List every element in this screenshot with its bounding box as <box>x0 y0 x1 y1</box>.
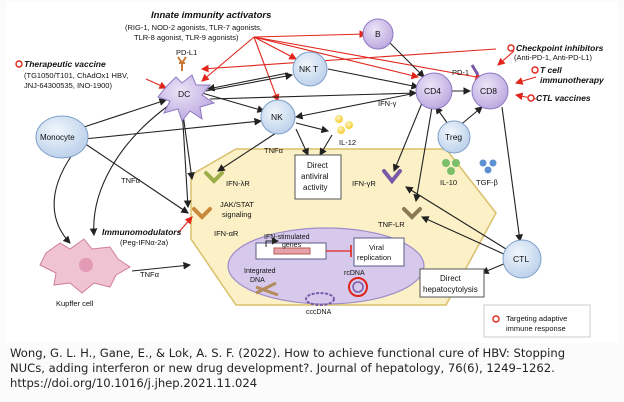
tnfa-kupffer-label: TNFα <box>140 270 160 279</box>
integrated-dna-icon <box>255 281 279 297</box>
ifn-gr-label: IFN-γR <box>352 179 376 188</box>
checkpoint-title: Checkpoint inhibitors <box>516 43 604 53</box>
citation-line2: NUCs, adding interferon or new drug deve… <box>10 361 555 375</box>
rcdna-label: rcDNA <box>344 270 365 277</box>
tnfa-nk-label: TNFα <box>264 146 284 155</box>
b-cell <box>362 18 394 50</box>
pd-1-receptor-icon <box>470 64 480 76</box>
innate-line1: (RIG-1, NOD-2 agonists, TLR-7 agonists, <box>125 23 262 32</box>
diagram-canvas: Innate immunity activators (RIG-1, NOD-2… <box>15 10 605 338</box>
innate-title: Innate immunity activators <box>151 10 271 21</box>
dc-label: DC <box>178 89 190 99</box>
viral-line2: replication <box>357 253 391 262</box>
il10-cytokine-icon <box>442 159 460 175</box>
kupffer-nucleus <box>79 258 93 272</box>
direct-antiviral-line1: Direct <box>307 161 329 170</box>
vaccine-line2: JNJ-64300535, INO-1900) <box>24 81 112 90</box>
jak-stat-line2: signaling <box>222 210 252 219</box>
direct-hepato-line2: hepatocytolysis <box>423 285 478 294</box>
ifn-lr-label: IFN-λR <box>226 179 250 188</box>
treg-label: Treg <box>445 132 462 142</box>
tgfb-label: TGF-β <box>476 178 498 187</box>
dc-cell <box>157 74 216 123</box>
viral-replication-box <box>353 237 405 267</box>
cccdna-label: cccDNA <box>306 309 332 316</box>
hbv-immunity-figure: Innate immunity activators (RIG-1, NOD-2… <box>6 3 618 343</box>
nk-label: NK <box>271 112 283 122</box>
innate-line2: TLR-8 agonist, TLR-9 agonists) <box>134 33 239 42</box>
tnfa-mono-label: TNFα <box>121 176 141 185</box>
il10-label: IL-10 <box>440 178 457 187</box>
tnf-lr-label: TNF-LR <box>378 220 405 229</box>
ifn-ar-label: IFN-αR <box>214 229 239 238</box>
ifng-label: IFN-γ <box>378 99 397 108</box>
nkt-cell <box>292 51 328 87</box>
tcell-line1: T cell <box>540 65 562 75</box>
b-label: B <box>375 29 381 39</box>
monocyte-label: Monocyte <box>40 133 75 142</box>
immunomod-title: Immunomodulators <box>102 227 182 237</box>
vaccine-line1: (TG1050/T101, ChAdOx1 HBV, <box>24 71 128 80</box>
kupffer-label: Kupffer cell <box>56 299 94 308</box>
immunomod-line1: (Peg-IFNα-2a) <box>120 238 169 247</box>
isg-line2: genes <box>282 242 302 249</box>
il12-label: IL-12 <box>339 138 356 147</box>
legend-line2: immune response <box>506 324 566 333</box>
receptor-icons <box>192 169 422 220</box>
cd4-cell <box>415 72 453 110</box>
jak-stat-line1: JAK/STAT <box>220 200 254 209</box>
monocyte-cell <box>35 115 89 159</box>
pd1-label: PD-1 <box>452 68 469 77</box>
innate-arrows <box>145 30 537 234</box>
ctl-cell <box>502 239 542 279</box>
pd-l1-receptor-icon <box>177 56 187 71</box>
il12-cytokine-icon <box>335 115 353 134</box>
direct-hepato-line1: Direct <box>440 274 462 283</box>
rcdna-icon <box>348 277 368 297</box>
transcription-arrow-icon <box>265 237 279 247</box>
viral-line1: Viral <box>369 243 384 252</box>
citation-line1: Wong, G. L. H., Gane, E., & Lok, A. S. F… <box>10 346 566 360</box>
citation-doi-link[interactable]: https://doi.org/10.1016/j.jhep.2021.11.0… <box>10 376 258 390</box>
direct-hepatocytolysis-box <box>419 268 485 298</box>
target-marker-icons <box>15 44 539 323</box>
integrated-line2: DNA <box>250 277 265 284</box>
cccdna-icon <box>305 292 335 306</box>
tcell-line2: immunotherapy <box>540 75 605 85</box>
legend-line1: Targeting adaptive <box>506 314 567 323</box>
isg-line1: IFN-stimulated <box>264 234 310 241</box>
vaccine-title: Therapeutic vaccine <box>24 59 106 69</box>
cd4-label: CD4 <box>424 86 441 96</box>
direct-antiviral-line2: antiviral <box>301 172 329 181</box>
cd8-cell <box>471 72 509 110</box>
ctl-label: CTL <box>513 254 529 264</box>
ctl-vaccines-label: CTL vaccines <box>536 93 591 103</box>
checkpoint-line1: (Anti-PD-1, Anti-PD-L1) <box>514 53 592 62</box>
nk-cell <box>260 99 296 135</box>
citation: Wong, G. L. H., Gane, E., & Lok, A. S. F… <box>10 346 616 391</box>
direct-antiviral-line3: activity <box>303 183 327 192</box>
pdl1-label: PD-L1 <box>176 48 197 57</box>
nkt-label: NK T <box>299 64 318 74</box>
tgfb-cytokine-icon <box>479 159 497 174</box>
integrated-line1: Integrated <box>244 268 276 275</box>
direct-antiviral-box <box>294 154 342 200</box>
cd8-label: CD8 <box>480 86 497 96</box>
treg-cell <box>437 120 471 154</box>
legend-box <box>483 304 591 338</box>
